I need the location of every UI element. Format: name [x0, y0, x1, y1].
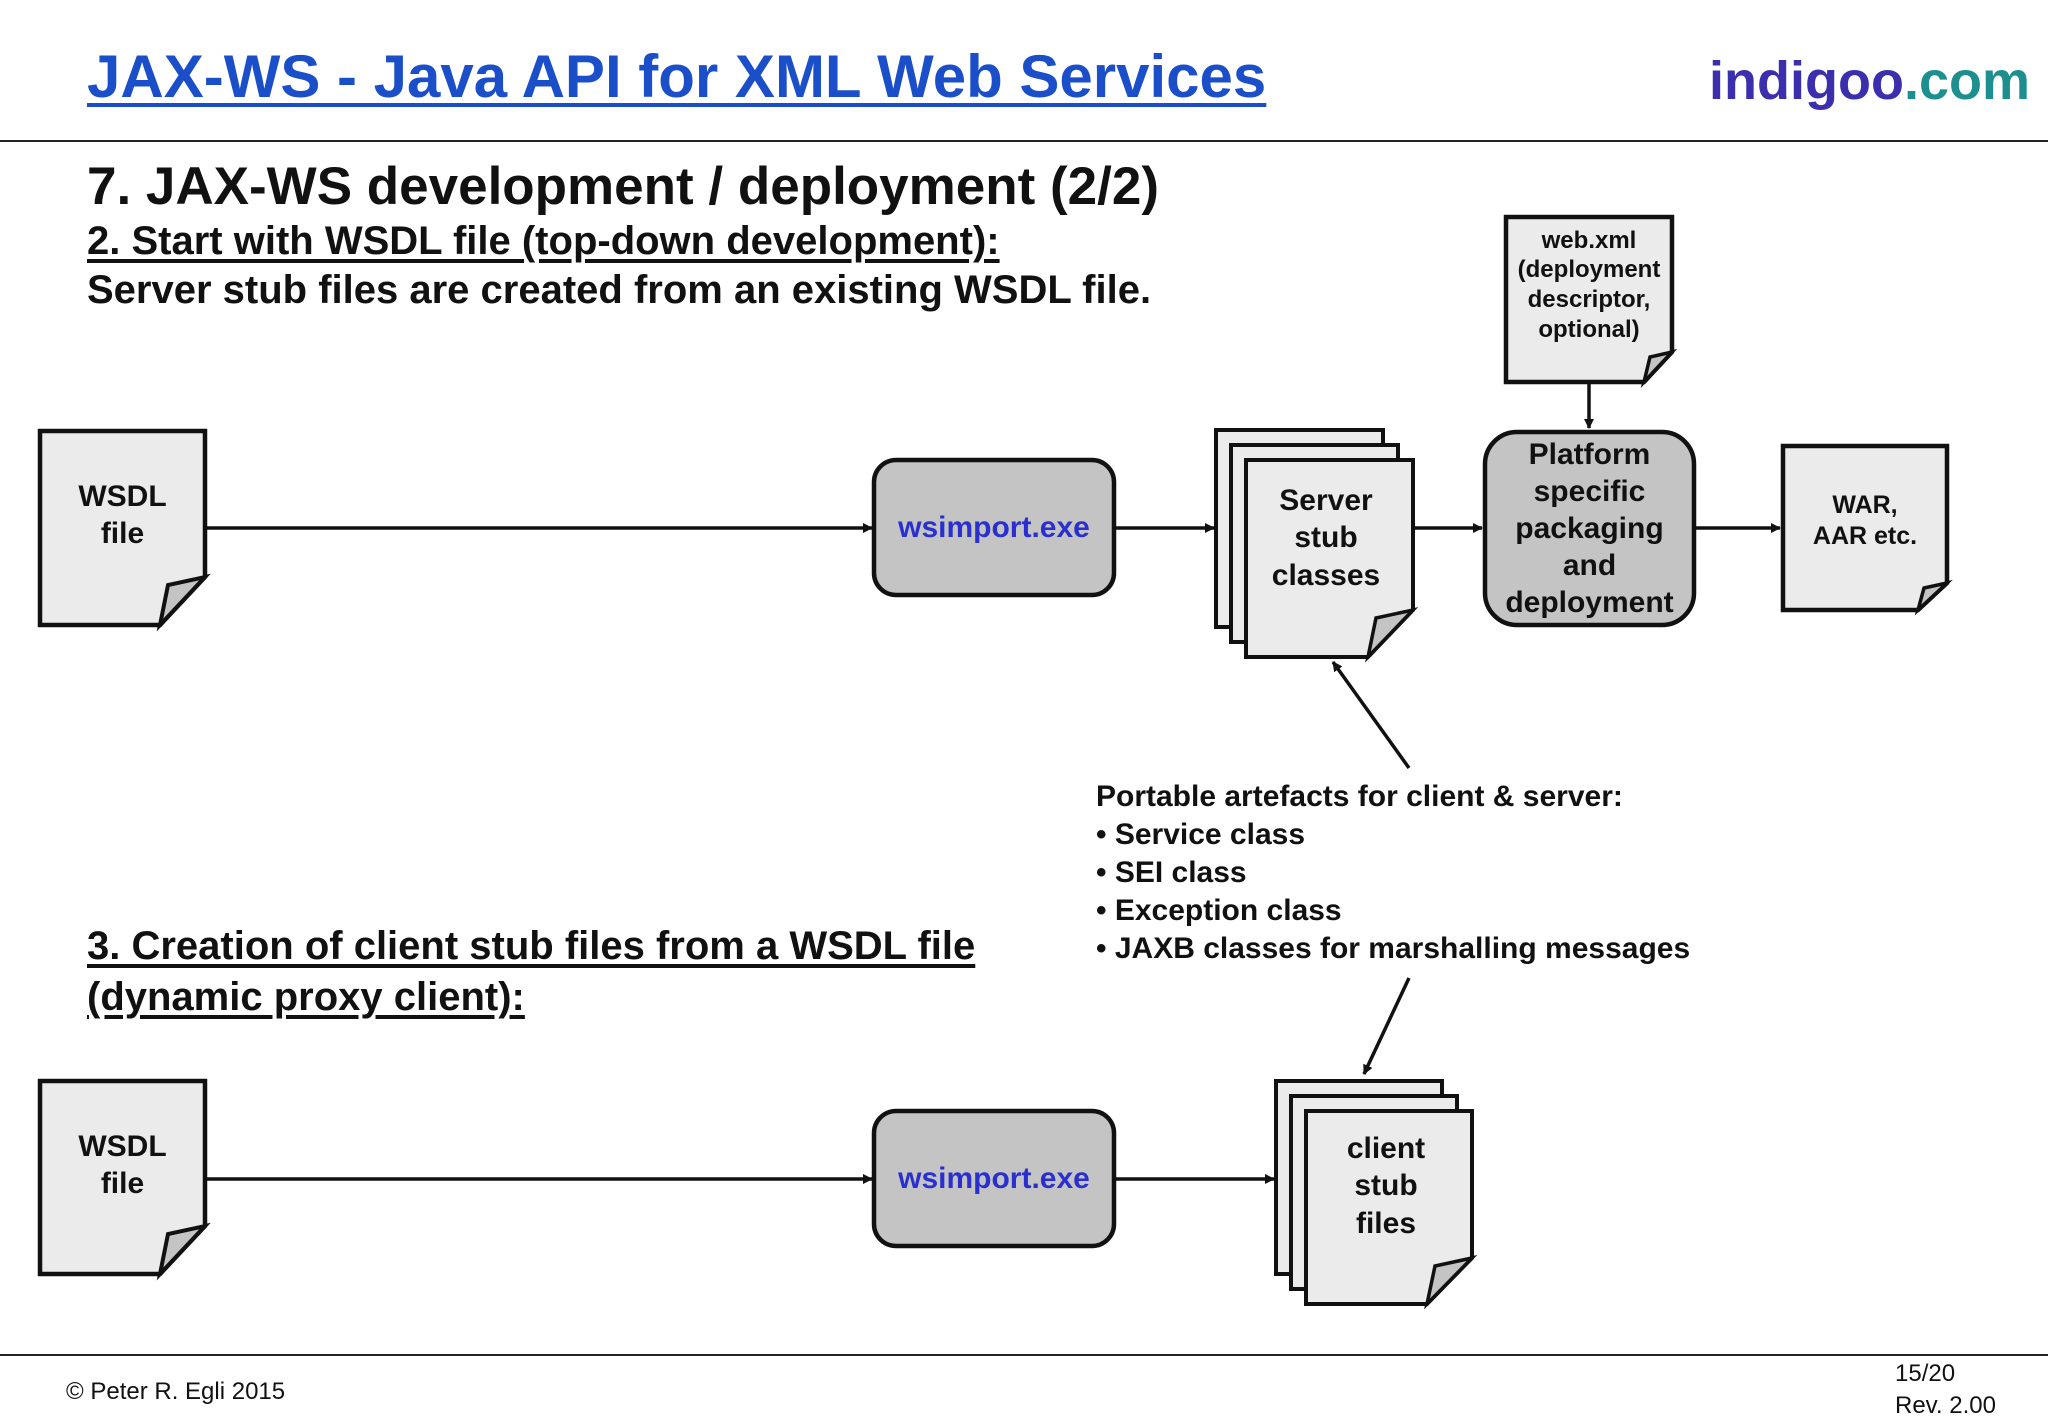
section3-title: 3. Creation of client stub files from a …	[87, 921, 975, 1023]
section2-title: 2. Start with WSDL file (top-down develo…	[87, 219, 1000, 263]
client-stub-label-line2: stub	[1354, 1169, 1418, 1203]
arrow-portable-to-server-stubs	[1331, 660, 1411, 770]
page-number: 15/20	[1895, 1360, 1956, 1387]
client-wsdl-label: WSDL file	[40, 1105, 205, 1225]
server-wsdl-file	[37, 428, 211, 632]
section2-description: Server stub files are created from an ex…	[87, 268, 1152, 312]
list-item: JAXB classes for marshalling messages	[1096, 930, 1690, 968]
war-aar-document	[1780, 443, 1953, 616]
portable-artefacts-list: Service class SEI class Exception class …	[1096, 816, 1690, 968]
war-label-line2: AAR etc.	[1812, 522, 1918, 550]
brand-logo: indigoo.com	[1709, 50, 2030, 112]
section3-title-line1: 3. Creation of client stub files from a …	[87, 924, 976, 968]
server-wsdl-label-line2: file	[100, 517, 145, 550]
header-divider	[0, 140, 2048, 142]
server-wsdl-label-line1: WSDL	[78, 479, 167, 513]
brand-name: indigoo	[1709, 51, 1904, 111]
client-stub-label-line3: files	[1355, 1206, 1416, 1240]
platform-label-line2: specific	[1533, 474, 1646, 508]
client-stub-label-line1: client	[1346, 1132, 1426, 1166]
platform-label-line5: deployment	[1505, 586, 1674, 620]
client-stub-stack	[1274, 1079, 1478, 1310]
server-wsimport-label: wsimport.exe	[898, 510, 1090, 544]
arrow-portable-to-client-stubs	[1362, 977, 1411, 1075]
portable-artefacts-heading: Portable artefacts for client & server:	[1096, 780, 1623, 813]
slide-title: JAX-WS - Java API for XML Web Services	[87, 43, 1267, 110]
brand-tld: .com	[1903, 51, 2030, 111]
list-item: Exception class	[1096, 892, 1690, 930]
portable-artefacts-note: Portable artefacts for client & server: …	[1096, 778, 1690, 968]
page-info: 15/20 Rev. 2.00	[1895, 1358, 1996, 1422]
server-stub-label-line2: stub	[1294, 521, 1358, 555]
list-item: Service class	[1096, 816, 1690, 854]
webxml-label-line2: (deployment	[1517, 256, 1661, 284]
webxml-label-line1: web.xml	[1541, 226, 1637, 254]
webxml-document	[1503, 214, 1678, 389]
war-label-line1: WAR,	[1832, 491, 1898, 519]
platform-label-line3: packaging	[1515, 511, 1664, 545]
platform-label-line4: and	[1562, 549, 1617, 583]
platform-label-line1: Platform	[1528, 437, 1651, 471]
list-item: SEI class	[1096, 854, 1690, 892]
webxml-label-line3: descriptor,	[1527, 286, 1651, 313]
server-wsdl-label: WSDL file	[40, 455, 205, 575]
client-wsimport-label: wsimport.exe	[898, 1161, 1090, 1195]
section3-title-line2: (dynamic proxy client):	[87, 975, 525, 1019]
copyright: © Peter R. Egli 2015	[66, 1378, 286, 1405]
client-wsdl-label-line1: WSDL	[78, 1129, 167, 1163]
server-stub-label-line3: classes	[1271, 558, 1381, 592]
footer-divider	[0, 1354, 2048, 1356]
webxml-label-line4: optional)	[1538, 315, 1640, 343]
server-stub-label-line1: Server	[1279, 484, 1373, 518]
client-wsdl-label-line2: file	[100, 1167, 145, 1200]
revision: Rev. 2.00	[1895, 1392, 1996, 1419]
war-label: WAR, AAR etc.	[1783, 466, 1947, 576]
slide-heading: 7. JAX-WS development / deployment (2/2)	[87, 157, 1159, 216]
server-stub-stack	[1214, 428, 1419, 663]
client-wsdl-file	[37, 1078, 211, 1281]
